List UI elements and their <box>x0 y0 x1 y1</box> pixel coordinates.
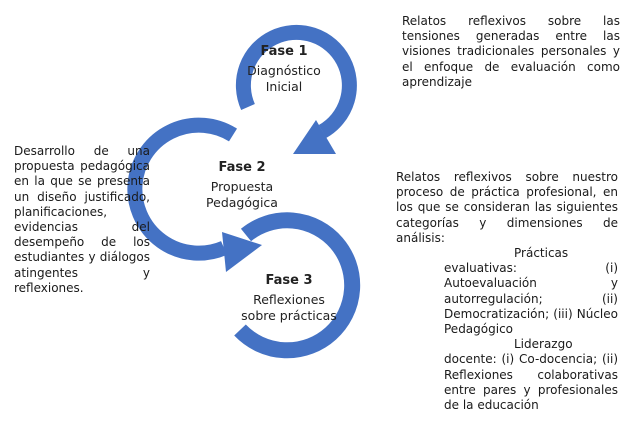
phase-3-arc <box>234 212 361 359</box>
phase-2-desc-line2: Pedagógica <box>206 195 278 210</box>
phase-2-title: Fase 2 <box>218 160 266 175</box>
phase-1-ring <box>235 24 357 154</box>
phase-1-label: Fase 1 Diagnóstico Inicial <box>234 44 334 95</box>
phase-3-desc-line1: Reflexiones <box>253 292 325 307</box>
note-right-bottom: Relatos reflexivos sobre nuestro proceso… <box>396 170 618 413</box>
note-right-bottom-intro: Relatos reflexivos sobre nuestro proceso… <box>396 170 618 245</box>
note-right-top-text: Relatos reflexivos sobre las tensiones g… <box>402 14 620 89</box>
phase-3-desc-line2: sobre prácticas <box>241 308 337 323</box>
phase-3-ring <box>234 212 361 359</box>
note-right-bottom-list: Prácticas evaluativas: (i) Autoevaluació… <box>396 246 618 413</box>
note-left-text: Desarrollo de una propuesta pedagógica e… <box>14 144 150 295</box>
phase-1-desc-line1: Diagnóstico <box>247 63 321 78</box>
note-item-practicas: Prácticas evaluativas: (i) Autoevaluació… <box>444 246 618 337</box>
note-right-top: Relatos reflexivos sobre las tensiones g… <box>402 14 620 90</box>
phase-2-ring <box>127 117 262 272</box>
phase-1-arc <box>235 24 357 139</box>
phase-1-desc-line2: Inicial <box>265 79 303 94</box>
phase-1-arrowhead <box>293 120 336 154</box>
phase-3-label: Fase 3 Reflexiones sobre prácticas <box>230 273 348 324</box>
note-item-liderazgo: Liderazgo docente: (i) Co-docencia; (ii)… <box>444 337 618 413</box>
phase-3-title: Fase 3 <box>265 273 313 288</box>
phase-1-title: Fase 1 <box>260 44 308 59</box>
phase-2-arc <box>127 117 237 261</box>
phase-2-label: Fase 2 Propuesta Pedagógica <box>190 160 294 211</box>
phase-2-arrowhead <box>222 232 262 272</box>
phase-2-desc-line1: Propuesta <box>210 179 274 194</box>
note-left: Desarrollo de una propuesta pedagógica e… <box>14 144 150 296</box>
